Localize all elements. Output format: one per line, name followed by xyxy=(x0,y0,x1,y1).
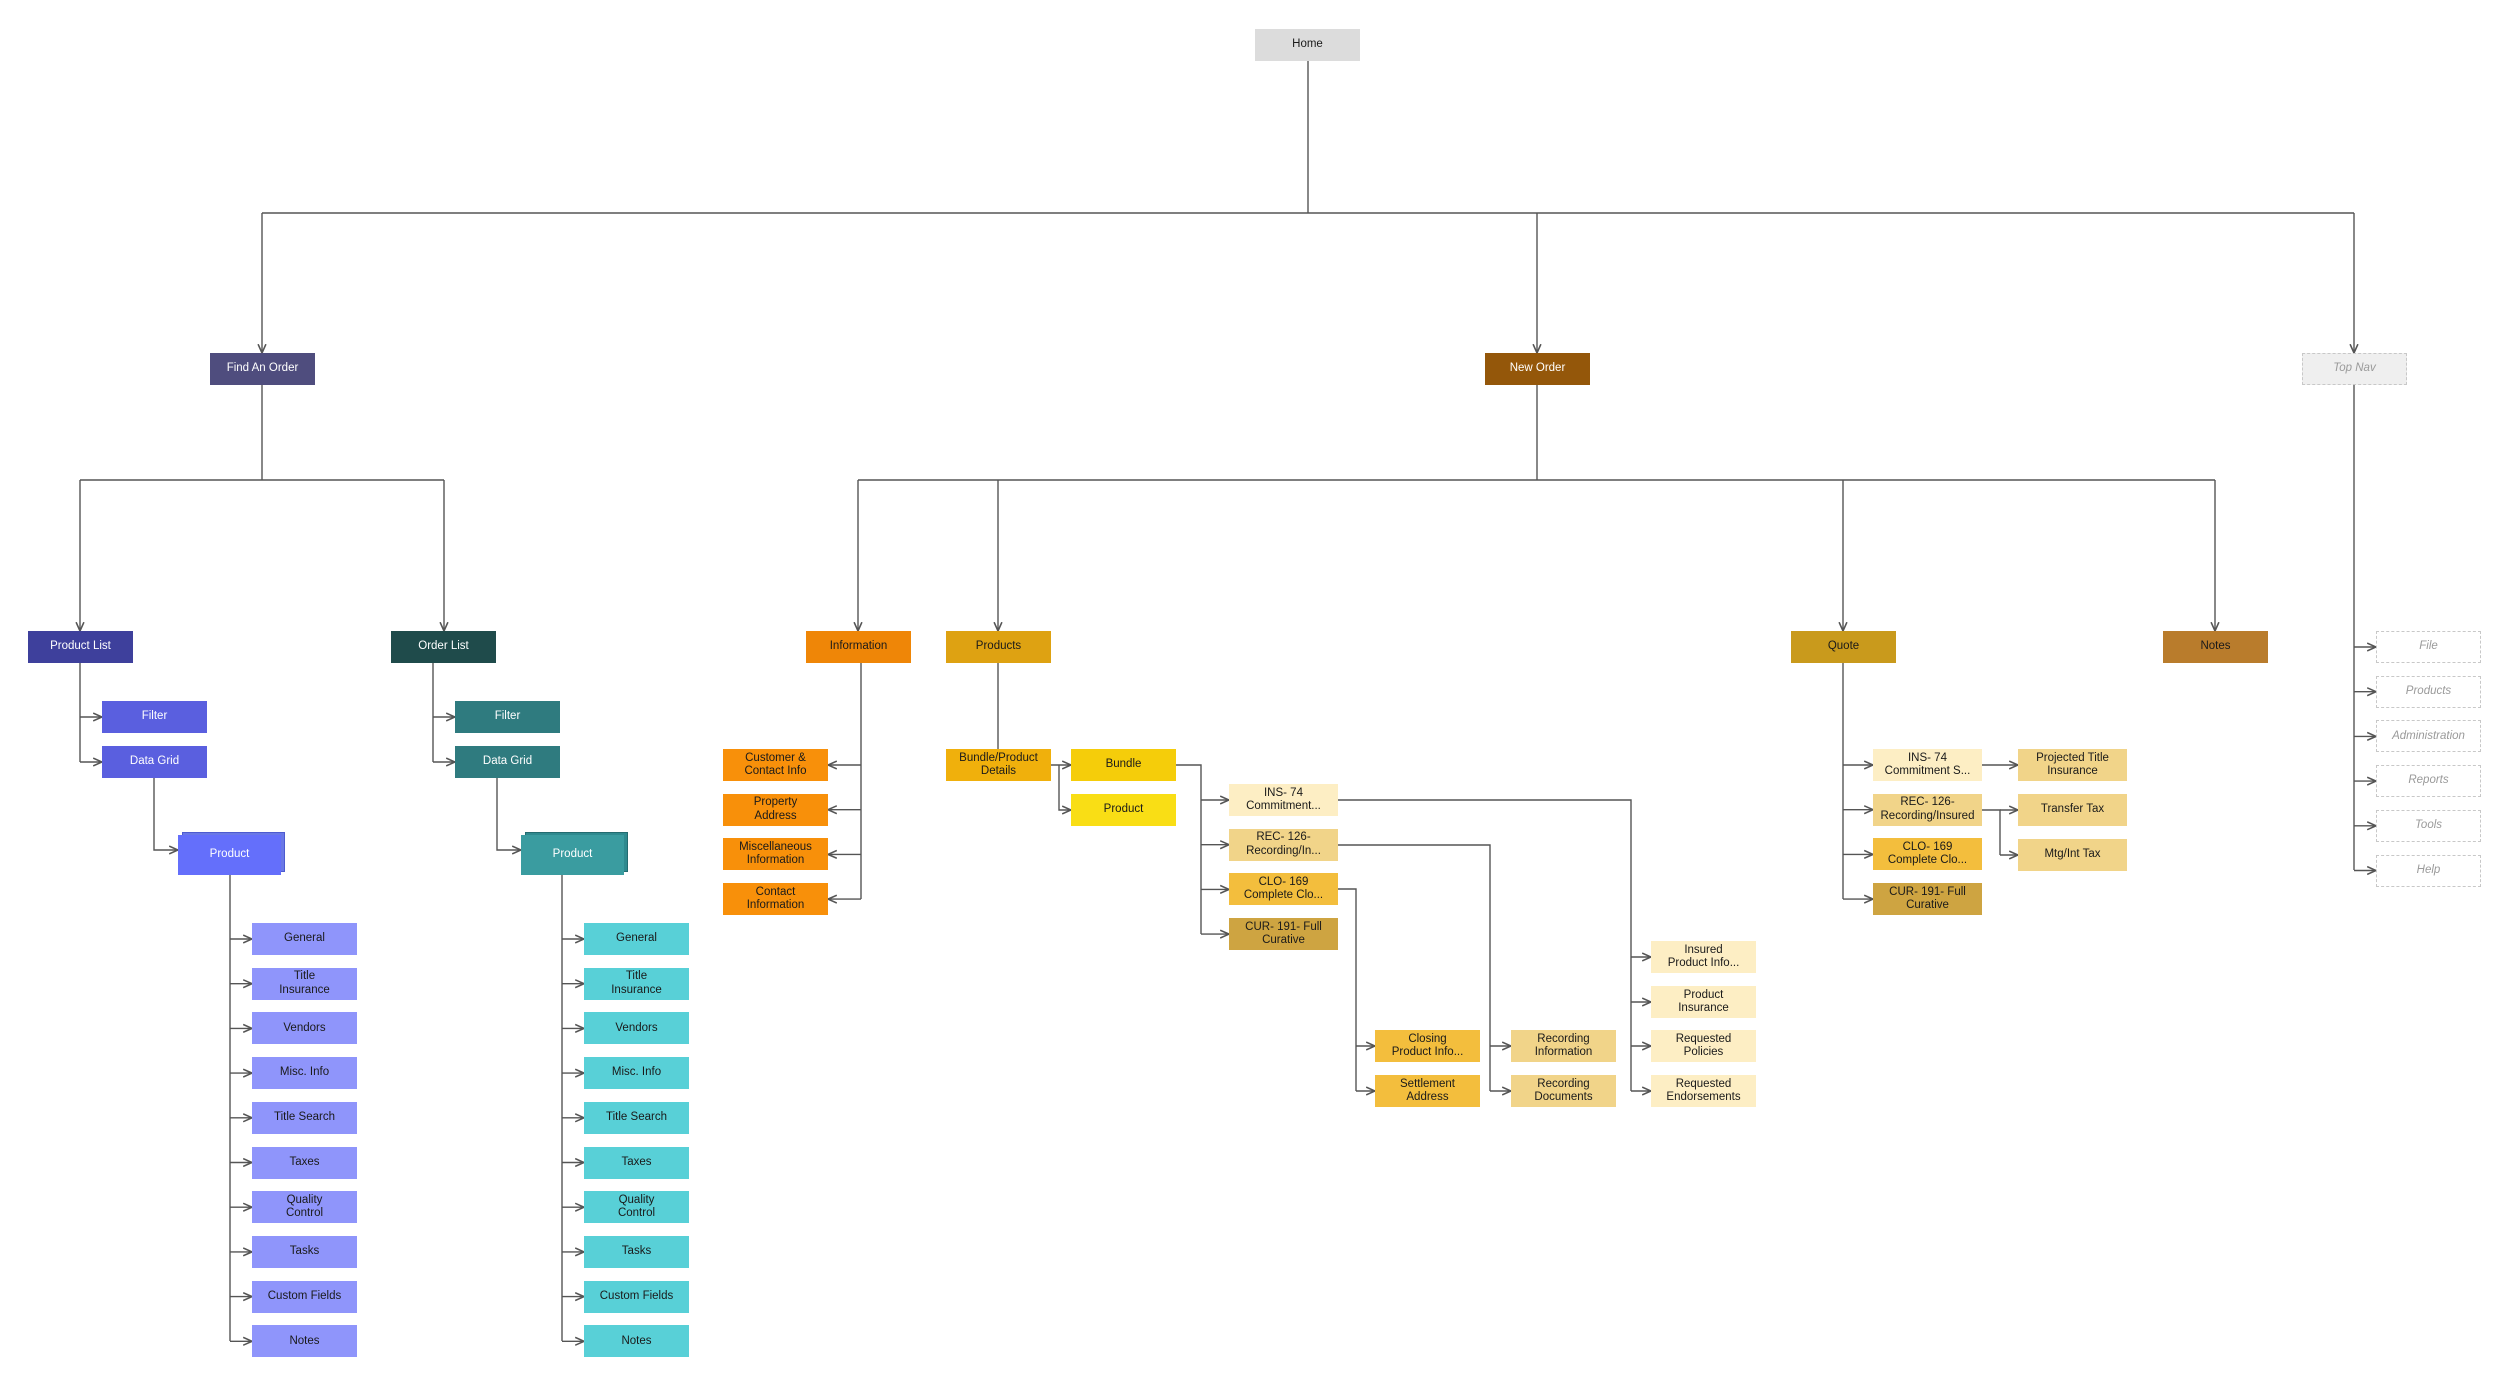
top-nav-item-4[interactable]: Tools xyxy=(2376,809,2481,842)
information-child-0[interactable]: Customer & Contact Info xyxy=(723,749,828,781)
connector-52 xyxy=(1058,765,1071,810)
purple-product-child-0[interactable]: General xyxy=(252,923,357,955)
teal-product-child-6[interactable]: Quality Control xyxy=(584,1191,689,1224)
teal-product-child-9[interactable]: Notes xyxy=(584,1325,689,1358)
mtg-int-tax-node[interactable]: Mtg/Int Tax xyxy=(2018,839,2127,871)
recording-documents-node[interactable]: Recording Documents xyxy=(1511,1075,1616,1107)
product-list-filter-node[interactable]: Filter xyxy=(102,701,207,733)
bundle-node[interactable]: Bundle xyxy=(1071,749,1176,781)
bundle-child-3[interactable]: CUR- 191- Full Curative xyxy=(1229,918,1338,951)
connector-75 xyxy=(1982,809,2001,855)
product-item-node[interactable]: Product xyxy=(1071,794,1176,826)
purple-product-child-7[interactable]: Tasks xyxy=(252,1235,357,1268)
recording-information-node[interactable]: Recording Information xyxy=(1511,1030,1616,1062)
purple-product-child-8[interactable]: Custom Fields xyxy=(252,1280,357,1313)
quote-child-2[interactable]: CLO- 169 Complete Clo... xyxy=(1873,838,1982,871)
product-list-data-grid-node[interactable]: Data Grid xyxy=(102,746,207,778)
teal-product-child-3[interactable]: Misc. Info xyxy=(584,1057,689,1090)
quote-node[interactable]: Quote xyxy=(1791,631,1896,663)
purple-product-child-1[interactable]: Title Insurance xyxy=(252,967,357,1000)
teal-product-child-2[interactable]: Vendors xyxy=(584,1012,689,1045)
top-nav-node[interactable]: Top Nav xyxy=(2302,353,2407,385)
information-child-2[interactable]: Miscellaneous Information xyxy=(723,838,828,871)
order-list-data-grid-node[interactable]: Data Grid xyxy=(455,746,560,778)
product-insurance-node[interactable]: Product Insurance xyxy=(1651,986,1756,1018)
purple-product-child-3[interactable]: Misc. Info xyxy=(252,1057,357,1090)
requested-endorsements-node[interactable]: Requested Endorsements xyxy=(1651,1075,1756,1107)
teal-product-child-0[interactable]: General xyxy=(584,923,689,955)
bundle-product-details-node[interactable]: Bundle/Product Details xyxy=(946,749,1051,781)
grid-product-node-purple[interactable]: Product xyxy=(178,835,281,875)
information-child-1[interactable]: Property Address xyxy=(723,793,828,826)
top-nav-item-3[interactable]: Reports xyxy=(2376,765,2481,798)
connector-15 xyxy=(153,778,178,850)
top-nav-item-0[interactable]: File xyxy=(2376,631,2481,663)
notes-node[interactable]: Notes xyxy=(2163,631,2268,663)
home-node[interactable]: Home xyxy=(1255,29,1360,61)
top-nav-item-5[interactable]: Help xyxy=(2376,854,2481,887)
new-order-node[interactable]: New Order xyxy=(1485,353,1590,385)
insured-product-info-node[interactable]: Insured Product Info... xyxy=(1651,941,1756,973)
projected-title-insurance-node[interactable]: Projected Title Insurance xyxy=(2018,749,2127,781)
information-child-3[interactable]: Contact Information xyxy=(723,883,828,916)
order-list-node[interactable]: Order List xyxy=(391,631,496,663)
find-an-order-node[interactable]: Find An Order xyxy=(210,353,315,385)
order-list-filter-node[interactable]: Filter xyxy=(455,701,560,733)
bundle-child-2[interactable]: CLO- 169 Complete Clo... xyxy=(1229,873,1338,906)
bundle-child-0[interactable]: INS- 74 Commitment... xyxy=(1229,784,1338,816)
top-nav-item-1[interactable]: Products xyxy=(2376,675,2481,708)
settlement-address-node[interactable]: Settlement Address xyxy=(1375,1075,1480,1107)
teal-product-child-7[interactable]: Tasks xyxy=(584,1235,689,1268)
connector-16 xyxy=(496,778,521,850)
information-node[interactable]: Information xyxy=(806,631,911,663)
teal-product-child-5[interactable]: Taxes xyxy=(584,1146,689,1179)
quote-child-3[interactable]: CUR- 191- Full Curative xyxy=(1873,883,1982,916)
closing-product-info-node[interactable]: Closing Product Info... xyxy=(1375,1030,1480,1062)
purple-product-child-6[interactable]: Quality Control xyxy=(252,1191,357,1224)
teal-product-child-1[interactable]: Title Insurance xyxy=(584,967,689,1000)
requested-policies-node[interactable]: Requested Policies xyxy=(1651,1030,1756,1062)
teal-product-child-4[interactable]: Title Search xyxy=(584,1101,689,1134)
quote-child-1[interactable]: REC- 126- Recording/Insured xyxy=(1873,793,1982,826)
product-list-node[interactable]: Product List xyxy=(28,631,133,663)
purple-product-child-9[interactable]: Notes xyxy=(252,1325,357,1358)
grid-product-node-teal[interactable]: Product xyxy=(521,835,624,875)
products-node[interactable]: Products xyxy=(946,631,1051,663)
connector-53 xyxy=(1176,764,1202,934)
top-nav-item-2[interactable]: Administration xyxy=(2376,720,2481,753)
purple-product-child-4[interactable]: Title Search xyxy=(252,1101,357,1134)
quote-child-0[interactable]: INS- 74 Commitment S... xyxy=(1873,749,1982,781)
bundle-child-1[interactable]: REC- 126- Recording/In... xyxy=(1229,828,1338,861)
teal-product-child-8[interactable]: Custom Fields xyxy=(584,1280,689,1313)
connector-66 xyxy=(1338,888,1357,1091)
purple-product-child-2[interactable]: Vendors xyxy=(252,1012,357,1045)
transfer-tax-node[interactable]: Transfer Tax xyxy=(2018,794,2127,826)
purple-product-child-5[interactable]: Taxes xyxy=(252,1146,357,1179)
